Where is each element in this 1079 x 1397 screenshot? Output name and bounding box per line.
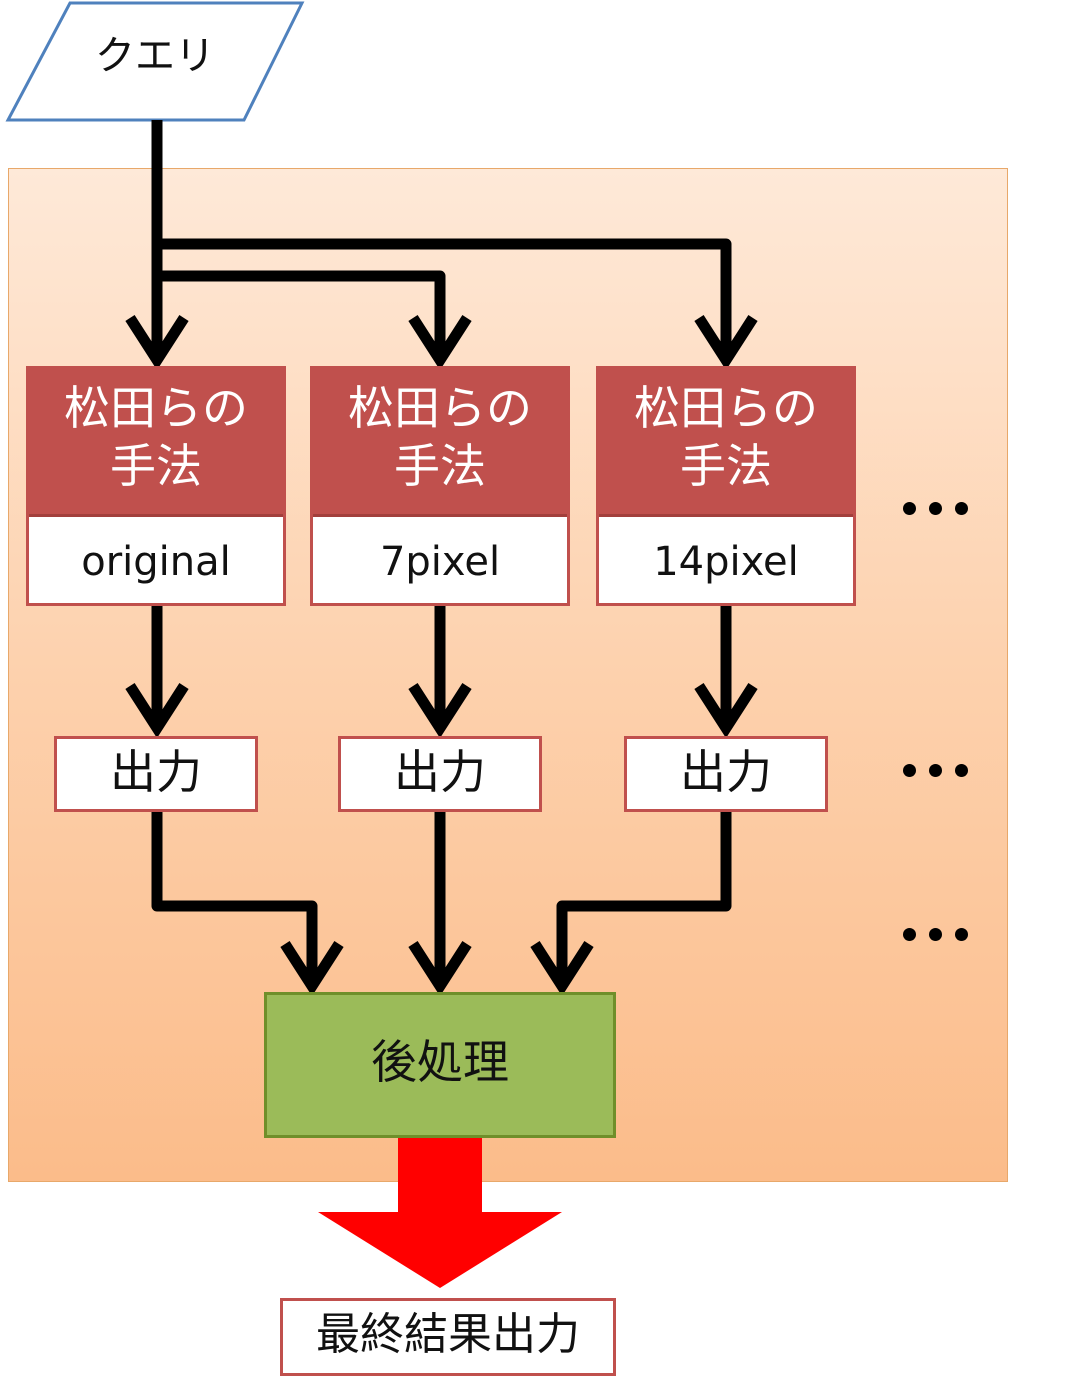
arrowhead-14pixel [694,315,758,371]
ellipsis-outputs [893,750,983,790]
method-box-original: 松田らの 手法 original [26,366,286,606]
final-arrow [318,1138,562,1288]
output-post-line-3 [556,812,732,986]
arrowhead-post-3 [530,941,594,997]
final-output-box: 最終結果出力 [280,1298,616,1376]
query-label: クエリ [95,33,215,79]
method-box-14pixel: 松田らの 手法 14pixel [596,366,856,606]
method-param: 7pixel [379,539,501,585]
arrowhead-output-3 [694,683,758,739]
method-title-line1: 松田らの [634,381,818,435]
method-title-line1: 松田らの [64,381,248,435]
ellipsis-methods [893,488,983,528]
arrowhead-output-2 [408,683,472,739]
method-param: 14pixel [653,539,799,585]
arrowhead-post-1 [280,941,344,997]
branch-line-14pixel [157,238,732,360]
arrowhead-7pixel [408,315,472,371]
method-title-line2: 手法 [110,439,202,493]
method-title-line2: 手法 [394,439,486,493]
post-process-box: 後処理 [264,992,616,1138]
output-post-line-1 [151,812,318,986]
arrowhead-output-1 [125,683,189,739]
method-header: 松田らの 手法 [313,369,567,517]
branch-line-7pixel [157,270,446,360]
method-header: 松田らの 手法 [29,369,283,517]
method-box-7pixel: 松田らの 手法 7pixel [310,366,570,606]
method-title-line2: 手法 [680,439,772,493]
method-header: 松田らの 手法 [599,369,853,517]
arrowhead-post-2 [408,941,472,997]
ellipsis-merge [893,914,983,954]
output-box-14pixel: 出力 [624,736,828,812]
query-shape [5,1,305,122]
output-box-7pixel: 出力 [338,736,542,812]
method-param: original [81,539,231,585]
output-box-original: 出力 [54,736,258,812]
arrowhead-original [125,315,189,371]
method-title-line1: 松田らの [348,381,532,435]
